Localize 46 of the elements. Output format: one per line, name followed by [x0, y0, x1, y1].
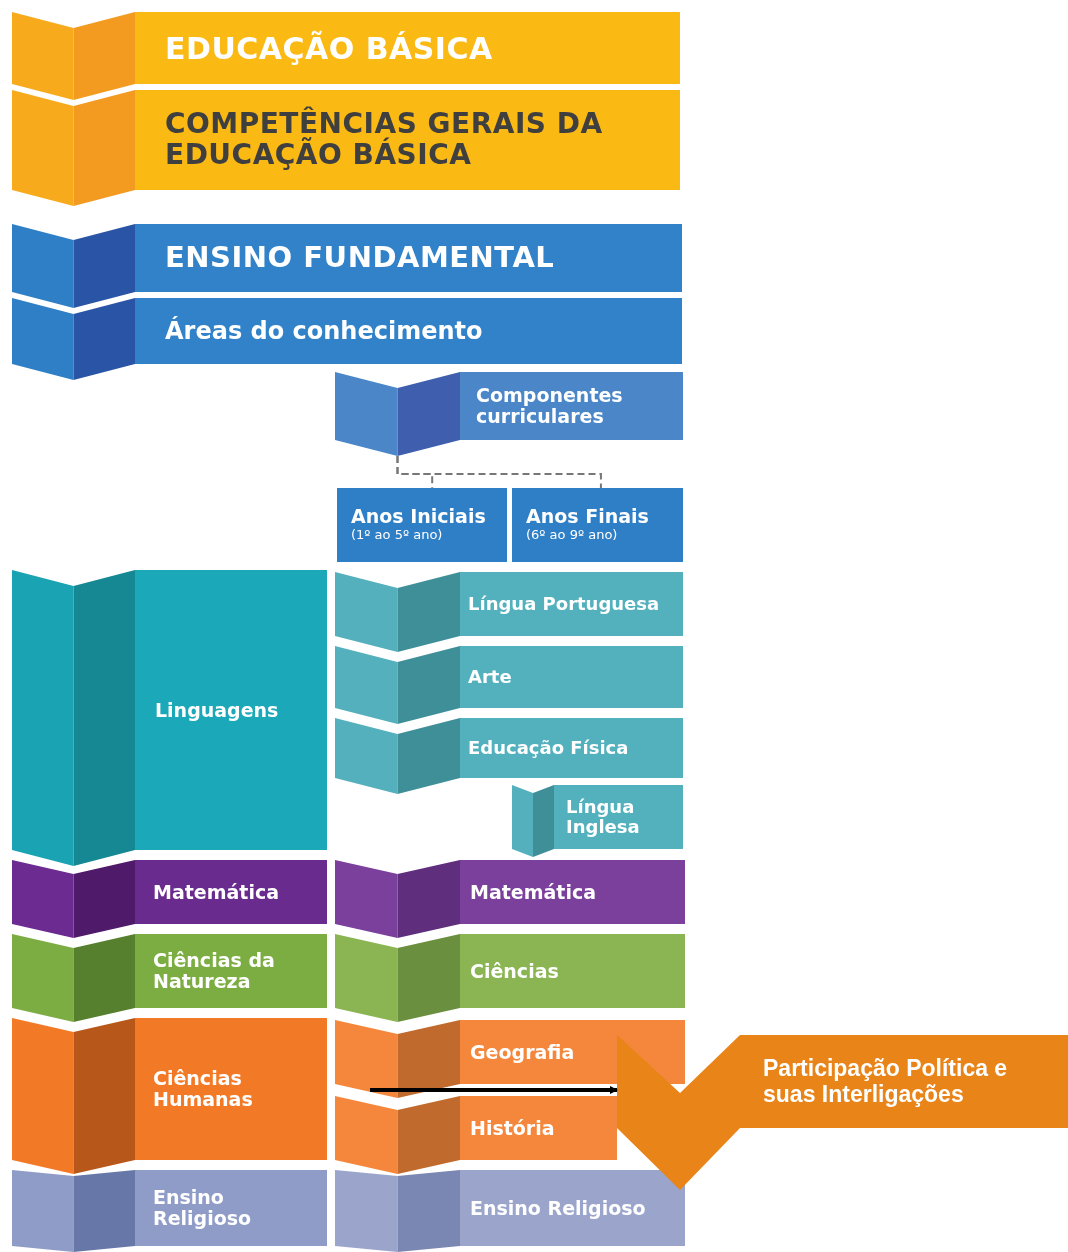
- banner-label: Matemática: [153, 881, 279, 903]
- banner-label: Educação Física: [468, 738, 629, 758]
- banner-label: Matemática: [470, 881, 596, 903]
- ribbon-banner: [12, 860, 327, 938]
- ribbon-banner: [12, 224, 682, 308]
- arrow: [370, 1086, 618, 1094]
- ribbon-banner: [12, 90, 680, 206]
- ribbon-banner: [335, 572, 683, 652]
- banner-label: Ciências da Natureza: [153, 950, 276, 992]
- ribbon-banner: [335, 718, 683, 794]
- ribbon-banner: [12, 298, 682, 380]
- banner-label: Ensino Religioso: [470, 1197, 646, 1219]
- ribbon-banner: [12, 570, 327, 866]
- banner-label: Anos Iniciais: [351, 506, 486, 527]
- banner-label: ENSINO FUNDAMENTAL: [165, 242, 555, 274]
- banner-label: EDUCAÇÃO BÁSICA: [165, 31, 493, 65]
- ribbon-banner: [512, 785, 683, 857]
- ribbon-banner: [335, 1096, 617, 1174]
- banner-label: Componentes curriculares: [476, 385, 624, 427]
- banner-label: Arte: [468, 667, 512, 687]
- banner-label: Linguagens: [155, 699, 279, 721]
- callout-banner: [617, 1035, 1068, 1190]
- banner-label: Ensino Religioso: [153, 1187, 253, 1229]
- year-range-label: (6º ao 9º ano): [526, 527, 618, 544]
- stage-box: [337, 488, 507, 562]
- ribbon-banner: [335, 646, 683, 724]
- ribbon-banner: [12, 12, 680, 100]
- ribbon-banner: [12, 1018, 327, 1174]
- banner-label: Língua Inglesa: [566, 797, 641, 837]
- ribbon-banner: [335, 372, 683, 456]
- stage-box: [512, 488, 683, 562]
- ribbon-banner: [12, 934, 327, 1022]
- banner-label: Áreas do conhecimento: [165, 317, 483, 345]
- year-range-label: (1º ao 5º ano): [351, 527, 443, 544]
- banner-label: História: [470, 1117, 555, 1139]
- banner-label: Língua Portuguesa: [468, 594, 660, 614]
- connector-line: [396, 455, 602, 489]
- banner-label: Participação Política e suas Interligações: [763, 1056, 1009, 1107]
- ribbon-banner: [335, 934, 685, 1022]
- ribbon-banner: [12, 1170, 327, 1252]
- banner-label: Ciências Humanas: [153, 1068, 254, 1110]
- banner-label: Geografia: [470, 1041, 575, 1063]
- ribbon-banner: [335, 860, 685, 938]
- ribbon-banner: [335, 1170, 685, 1252]
- banner-label: Ciências: [470, 960, 559, 982]
- banner-label: Anos Finais: [526, 506, 649, 527]
